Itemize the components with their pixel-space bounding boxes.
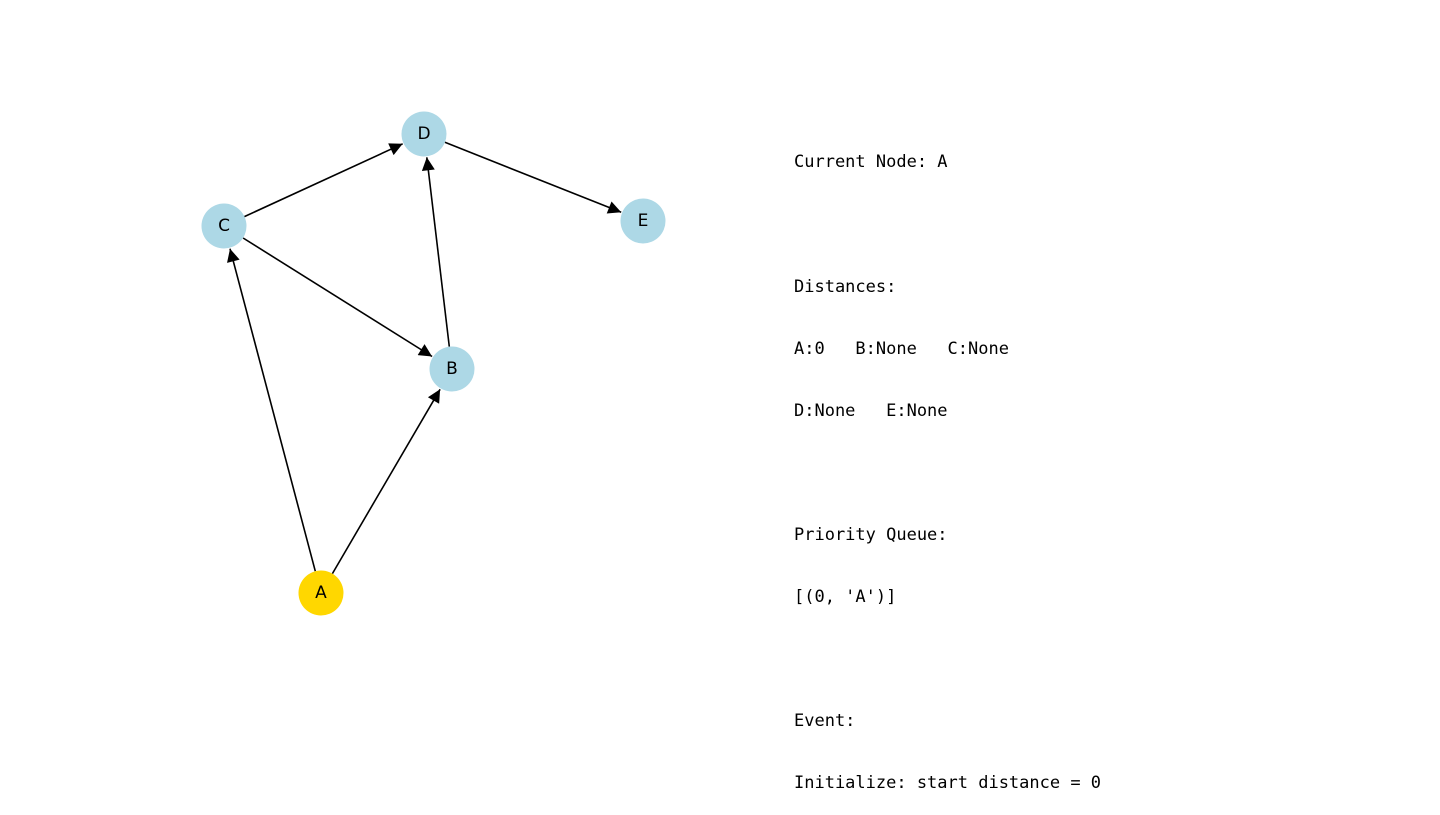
node-circle <box>298 570 344 616</box>
edge-c-to-b <box>242 237 433 358</box>
algorithm-state-panel: Current Node: A Distances: A:0 B:None C:… <box>794 111 1101 815</box>
edge-d-to-e <box>444 141 622 214</box>
node-circle <box>201 203 247 249</box>
node-a: A <box>298 570 344 616</box>
node-label: A <box>315 583 327 603</box>
distances-line: A:0 B:None C:None <box>794 338 1009 359</box>
spacer <box>794 649 1101 670</box>
spacer <box>794 463 1101 484</box>
priority-queue-heading: Priority Queue: <box>794 524 948 545</box>
event-value: Initialize: start distance = 0 <box>794 773 1102 794</box>
edge-a-to-b <box>331 388 441 575</box>
edge-a-to-c <box>227 248 317 572</box>
nodes-layer: A B C D E <box>201 111 666 616</box>
node-circle <box>620 198 666 244</box>
node-circle <box>429 346 475 392</box>
priority-queue-value: [(0, 'A')] <box>794 587 897 608</box>
edge-b-to-d <box>421 157 451 347</box>
current-node-line: Current Node: A <box>794 152 948 173</box>
event-heading: Event: <box>794 711 856 732</box>
spacer <box>794 215 1101 236</box>
distances-line: D:None E:None <box>794 400 948 421</box>
graph-diagram: A B C D E <box>201 111 666 616</box>
node-e: E <box>620 198 666 244</box>
distances-heading: Distances: <box>794 276 897 297</box>
node-label: C <box>218 216 230 236</box>
node-label: E <box>638 211 649 231</box>
node-b: B <box>429 346 475 392</box>
node-circle <box>401 111 447 157</box>
node-d: D <box>401 111 447 157</box>
node-label: B <box>446 359 458 379</box>
node-c: C <box>201 203 247 249</box>
edges-layer <box>227 141 622 575</box>
node-label: D <box>417 124 430 144</box>
edge-c-to-d <box>244 143 404 218</box>
